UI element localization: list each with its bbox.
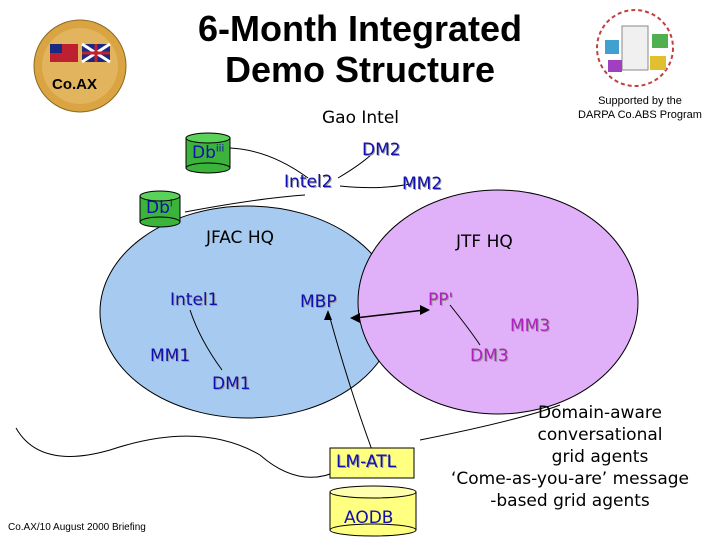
coabs-logo — [596, 9, 674, 87]
mm2-label: MM2 — [402, 174, 443, 194]
note-line-3: grid agents — [551, 447, 649, 467]
grid-wire-right — [419, 404, 561, 441]
gao-intel-label: Gao Intel — [322, 108, 400, 128]
intel1-label: Intel1 — [170, 290, 219, 310]
connector-intel2-mm2 — [339, 183, 411, 189]
connector-mbp-lm — [329, 317, 373, 451]
mm3-label: MM3 — [510, 316, 551, 336]
jtf-hq-region — [357, 189, 639, 415]
connector-intel2-dm2 — [337, 153, 373, 179]
logo-text: Co.AX — [52, 76, 97, 93]
mbp-label: MBP — [300, 292, 337, 312]
mbp-pp-arrow — [354, 309, 426, 319]
coax-logo — [33, 19, 127, 113]
note-line-2: conversational — [537, 425, 663, 445]
dm1-label: DM1 — [212, 374, 251, 394]
note-line-4: ‘Come-as-you-are’ message — [450, 469, 689, 489]
db1-cylinder — [139, 190, 181, 228]
title-line-1: 6-Month Integrated — [198, 8, 522, 49]
aodb-cylinder — [329, 485, 417, 537]
grid-wire — [15, 427, 341, 478]
page-title: 6-Month Integrated Demo Structure — [150, 8, 570, 90]
db1-superscript: i — [169, 198, 173, 210]
db1-text: Db — [146, 198, 170, 218]
footer-text: Co.AX/10 August 2000 Briefing — [8, 522, 146, 533]
connector-intel2-jfac — [184, 194, 306, 213]
connector-pp-dm3 — [449, 304, 481, 346]
dm2-label: DM2 — [362, 140, 401, 160]
note-line-1: Domain-aware — [538, 403, 662, 423]
intel2-label: Intel2 — [284, 172, 333, 192]
dm3-label: DM3 — [470, 346, 509, 366]
grid-agent-notes: Domain-aware conversational grid agents … — [420, 402, 720, 512]
db3-superscript: iii — [215, 143, 225, 155]
support-line-1: Supported by the — [598, 95, 682, 107]
aodb-label: AODB — [344, 508, 394, 528]
support-line-2: DARPA Co.ABS Program — [578, 109, 702, 121]
arrow-head-up — [324, 310, 332, 320]
jtf-hq-label: JTF HQ — [456, 232, 513, 252]
lm-atl-box — [329, 447, 415, 479]
connector-intel1-dm1 — [189, 309, 223, 371]
jfac-hq-label: JFAC HQ — [206, 228, 274, 248]
mm1-label: MM1 — [150, 346, 191, 366]
support-note: Supported by the DARPA Co.ABS Program — [560, 94, 720, 122]
pp-label: PP' — [428, 290, 454, 310]
db3-text: Db — [192, 143, 216, 163]
db1-label: Dbi — [146, 198, 173, 218]
arrow-head-right — [420, 305, 430, 315]
db3-cylinder — [185, 132, 231, 174]
lm-atl-label: LM-ATL — [336, 452, 397, 472]
title-line-2: Demo Structure — [224, 49, 496, 90]
db3-label: Dbiii — [192, 143, 224, 163]
arrow-head-left — [350, 313, 360, 323]
connector-db3-intel2 — [229, 147, 309, 179]
note-line-5: -based grid agents — [490, 491, 650, 511]
